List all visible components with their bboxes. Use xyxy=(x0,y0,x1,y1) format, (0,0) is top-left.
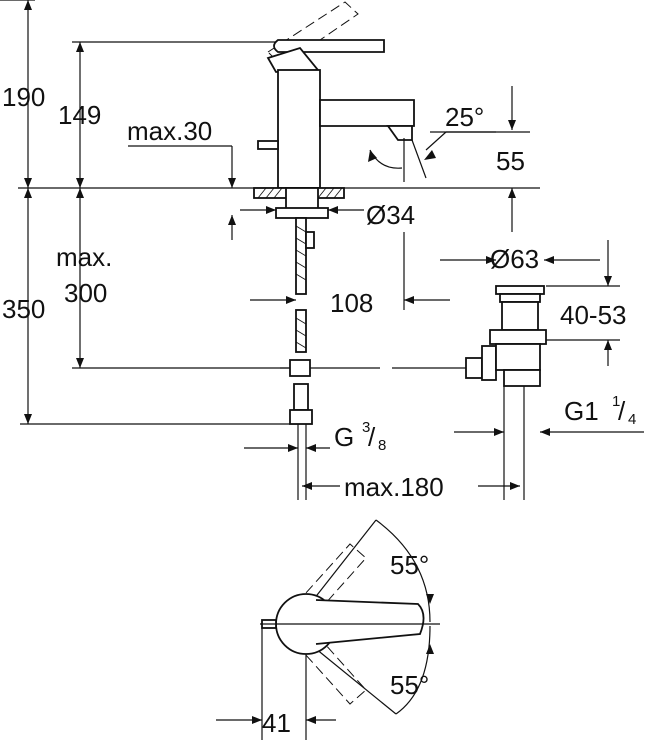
label-55-degrees-bottom: 55° xyxy=(390,670,429,700)
label-max: max. xyxy=(56,242,112,272)
label-g114-numerator: 1 xyxy=(612,393,620,410)
label-g38-slash: / xyxy=(368,422,376,452)
label-108: 108 xyxy=(330,288,373,318)
faucet-body xyxy=(257,69,415,189)
label-190: 190 xyxy=(2,82,45,112)
dimension-55-line xyxy=(430,86,530,232)
pull-rod xyxy=(310,345,497,381)
dimension-190-line xyxy=(0,0,35,188)
dimension-g114-line xyxy=(454,428,644,436)
label-diameter-34: Ø34 xyxy=(366,200,415,230)
top-view-lever-dashed xyxy=(295,519,397,715)
label-350: 350 xyxy=(2,294,45,324)
dimension-g38-line xyxy=(244,444,330,452)
label-diameter-63: Ø63 xyxy=(490,244,539,274)
label-41: 41 xyxy=(262,708,291,738)
angle-arc-top xyxy=(375,519,434,623)
label-max180: max.180 xyxy=(344,472,444,502)
dimension-40-53-line xyxy=(546,240,620,366)
top-view-lever xyxy=(260,593,440,655)
dimension-41-line xyxy=(216,628,336,740)
label-300: 300 xyxy=(64,278,107,308)
dimension-max30-line xyxy=(128,145,236,240)
lever-handle xyxy=(266,39,385,73)
dimension-max180-line xyxy=(302,482,520,490)
angle-arc-bottom xyxy=(395,625,434,715)
label-149: 149 xyxy=(58,100,101,130)
label-max30: max.30 xyxy=(127,116,212,146)
dimension-108-line xyxy=(250,232,450,310)
dimension-149-line xyxy=(72,41,290,188)
label-g38-numerator: 3 xyxy=(362,419,370,436)
dimension-63-line xyxy=(440,256,600,264)
label-55: 55 xyxy=(496,146,525,176)
label-g114: G1 xyxy=(564,396,599,426)
label-g114-denominator: 4 xyxy=(628,411,636,428)
dimension-350-line xyxy=(20,188,300,425)
pop-up-drain xyxy=(489,285,547,500)
label-55-degrees-top: 55° xyxy=(390,550,429,580)
label-g38: G xyxy=(334,422,354,452)
label-g38-denominator: 8 xyxy=(378,437,386,454)
dimension-300-line xyxy=(72,188,290,369)
label-40-53: 40-53 xyxy=(560,300,627,330)
lever-handle-dashed xyxy=(267,1,359,67)
spout-angle-lines xyxy=(368,131,496,182)
deck-mount xyxy=(240,187,364,219)
supply-hose xyxy=(280,217,315,500)
label-g114-slash: / xyxy=(618,396,626,426)
label-25-degrees: 25° xyxy=(445,102,484,132)
